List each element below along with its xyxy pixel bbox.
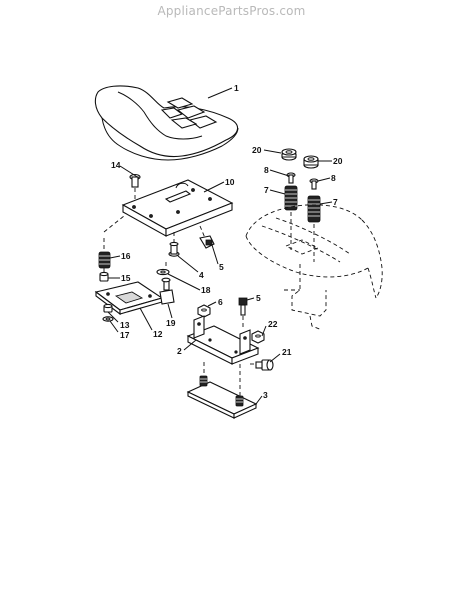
nut-13-part[interactable] xyxy=(103,303,113,313)
label-spring-16[interactable]: 16 xyxy=(121,251,131,261)
seat-bracket-2-part[interactable] xyxy=(186,315,260,365)
bolt-14-part[interactable] xyxy=(129,173,141,188)
leader-lines xyxy=(107,87,333,405)
label-bushing-20-right[interactable]: 20 xyxy=(333,156,343,166)
label-bolt-8-left[interactable]: 8 xyxy=(264,165,269,175)
label-nut-22[interactable]: 22 xyxy=(268,319,278,329)
washer-4-part[interactable] xyxy=(168,241,180,257)
bolt-21-part[interactable] xyxy=(255,359,274,371)
label-slide-12[interactable]: 12 xyxy=(153,329,163,339)
nut-6-part[interactable] xyxy=(197,304,211,318)
label-spring-7-left[interactable]: 7 xyxy=(264,185,269,195)
nut-22-part[interactable] xyxy=(251,330,265,344)
label-washer-4[interactable]: 4 xyxy=(199,270,204,280)
label-seat[interactable]: 1 xyxy=(234,83,239,93)
label-knob-18[interactable]: 18 xyxy=(201,285,211,295)
label-bolt-21[interactable]: 21 xyxy=(282,347,292,357)
seat-pan-part[interactable] xyxy=(121,179,234,237)
bushing-20-right-part[interactable] xyxy=(303,155,319,169)
seat-part[interactable] xyxy=(94,85,239,161)
site-watermark: AppliancePartsPros.com xyxy=(157,4,306,18)
tractor-fender-body xyxy=(245,204,383,331)
label-nut-13[interactable]: 13 xyxy=(120,320,130,330)
bolt-5-mid-part[interactable] xyxy=(238,297,248,316)
nut-15-part[interactable] xyxy=(99,271,109,282)
label-nut-15[interactable]: 15 xyxy=(121,273,131,283)
label-spring-bracket[interactable]: 3 xyxy=(263,390,268,400)
label-bolt-5-mid[interactable]: 5 xyxy=(256,293,261,303)
knob-18-part[interactable] xyxy=(156,268,170,276)
slide-12-part[interactable] xyxy=(94,281,164,316)
label-washer-17[interactable]: 17 xyxy=(120,330,130,340)
part-labels: 1 2 3 4 5 5 6 7 7 8 8 10 12 13 14 15 16 … xyxy=(111,83,343,400)
bushing-20-left-part[interactable] xyxy=(281,148,297,161)
bolt-5-top-part[interactable] xyxy=(199,235,215,249)
spring-7-left-part[interactable] xyxy=(284,185,298,211)
bolt-8-left-part[interactable] xyxy=(286,172,296,184)
label-knob-19[interactable]: 19 xyxy=(166,318,176,328)
knob-19-part[interactable] xyxy=(159,277,175,305)
spring-bracket-3-part[interactable] xyxy=(186,375,258,419)
label-bolt-14[interactable]: 14 xyxy=(111,160,121,170)
label-spring-7-right[interactable]: 7 xyxy=(333,197,338,207)
spring-7-right-part[interactable] xyxy=(307,195,321,223)
washer-17-part[interactable] xyxy=(102,316,114,322)
label-nut-6[interactable]: 6 xyxy=(218,297,223,307)
label-bolt-5-top[interactable]: 5 xyxy=(219,262,224,272)
spring-16-part[interactable] xyxy=(98,251,111,269)
label-seat-pan[interactable]: 10 xyxy=(225,177,235,187)
label-bushing-20-left[interactable]: 20 xyxy=(252,145,262,155)
label-seat-bracket[interactable]: 2 xyxy=(177,346,182,356)
bolt-8-right-part[interactable] xyxy=(309,178,319,190)
label-bolt-8-right[interactable]: 8 xyxy=(331,173,336,183)
